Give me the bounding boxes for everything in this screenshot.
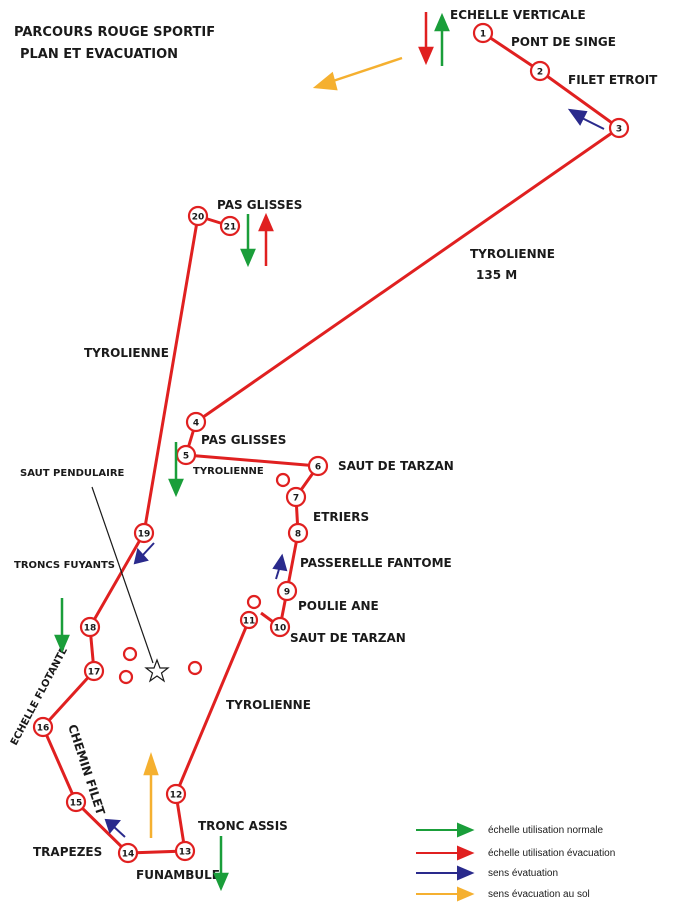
- red-down-arrow-icon: [418, 12, 434, 66]
- station-3[interactable]: 3: [608, 117, 630, 139]
- green-down-arrow-icon: [168, 442, 184, 498]
- svg-text:8: 8: [295, 530, 301, 540]
- intermediate-ring: [275, 472, 291, 488]
- station-12[interactable]: 12: [165, 783, 187, 805]
- map-title: PARCOURS ROUGE SPORTIF: [14, 25, 215, 40]
- station-15[interactable]: 15: [65, 791, 87, 813]
- legend-item-red: échelle utilisation évacuation: [416, 845, 615, 861]
- label-poulie-ane: POULIE ANE: [298, 599, 379, 613]
- station-10[interactable]: 10: [269, 616, 291, 638]
- svg-text:4: 4: [193, 419, 199, 429]
- svg-text:9: 9: [284, 588, 290, 598]
- svg-text:2: 2: [537, 68, 543, 78]
- svg-text:sens évatuation: sens évatuation: [488, 868, 558, 879]
- station-17[interactable]: 17: [83, 660, 105, 682]
- svg-text:10: 10: [274, 624, 287, 634]
- label-saut-de-tarzan-2: SAUT DE TARZAN: [290, 631, 406, 645]
- station-14[interactable]: 14: [117, 842, 139, 864]
- label-saut-pendulaire: SAUT PENDULAIRE: [20, 468, 125, 479]
- label-tyrolienne-135-length: 135 M: [476, 268, 517, 282]
- label-trapezes: TRAPEZES: [33, 845, 102, 859]
- legend-item-orange: sens évacuation au sol: [416, 886, 590, 902]
- ladder-arrows-pas-glisses: [240, 212, 274, 268]
- svg-text:21: 21: [224, 223, 237, 233]
- svg-text:20: 20: [192, 213, 205, 223]
- station-2[interactable]: 2: [529, 60, 551, 82]
- legend-item-green: échelle utilisation normale: [416, 822, 604, 838]
- svg-text:1: 1: [480, 30, 486, 40]
- label-saut-de-tarzan-1: SAUT DE TARZAN: [338, 459, 454, 473]
- svg-text:5: 5: [183, 452, 189, 462]
- station-16[interactable]: 16: [32, 716, 54, 738]
- station-11[interactable]: 11: [239, 610, 259, 630]
- svg-text:échelle utilisation normale: échelle utilisation normale: [488, 825, 604, 836]
- svg-text:sens évacuation au sol: sens évacuation au sol: [488, 889, 590, 900]
- blue-evac-arrow-icon: [567, 108, 605, 130]
- svg-text:6: 6: [315, 463, 321, 473]
- route-segment-5-6: [185, 453, 319, 468]
- legend: échelle utilisation normale échelle util…: [416, 822, 615, 902]
- label-etriers: ETRIERS: [313, 510, 369, 524]
- green-down-arrow-icon: [213, 836, 229, 892]
- svg-text:11: 11: [243, 617, 256, 627]
- route-segment-3-4: [195, 126, 620, 424]
- label-troncs-fuyants: TRONCS FUYANTS: [14, 560, 115, 571]
- svg-text:échelle utilisation évacuation: échelle utilisation évacuation: [488, 848, 615, 859]
- svg-text:14: 14: [122, 850, 135, 860]
- blue-evac-arrow-icon: [272, 553, 288, 580]
- blue-evac-arrow-icon: [104, 818, 126, 838]
- ladder-arrows-echelle-verticale: [418, 12, 450, 66]
- blue-evac-arrow-icon: [133, 542, 155, 565]
- pendulum-line: [91, 486, 154, 664]
- label-pont-de-singe: PONT DE SINGE: [511, 35, 616, 49]
- label-tyrolienne-bottom: TYROLIENNE: [226, 698, 311, 712]
- label-passerelle-fantome: PASSERELLE FANTOME: [300, 556, 452, 570]
- station-4[interactable]: 4: [185, 411, 207, 433]
- label-tronc-assis: TRONC ASSIS: [198, 819, 288, 833]
- green-up-arrow-icon: [434, 12, 450, 66]
- orange-up-arrow-icon: [143, 752, 159, 838]
- pendulum-rings: [118, 646, 203, 685]
- svg-text:19: 19: [138, 530, 151, 540]
- orange-ground-arrow-icon: [312, 56, 403, 91]
- svg-text:13: 13: [179, 848, 192, 858]
- station-19[interactable]: 19: [133, 522, 155, 544]
- svg-text:7: 7: [293, 494, 299, 504]
- station-9[interactable]: 9: [276, 580, 298, 602]
- svg-text:17: 17: [88, 668, 101, 678]
- label-tyrolienne-left: TYROLIENNE: [84, 346, 169, 360]
- station-21[interactable]: 21: [219, 215, 241, 237]
- station-nodes: 1 2 3 4 5 6 7 8 9 10 11 12 13 14 15 16 1…: [32, 22, 630, 864]
- station-13[interactable]: 13: [174, 840, 196, 862]
- label-pas-glisses-top: PAS GLISSES: [217, 198, 302, 212]
- station-7[interactable]: 7: [285, 486, 307, 508]
- station-6[interactable]: 6: [307, 455, 329, 477]
- red-up-arrow-icon: [258, 212, 274, 266]
- route-lines: [41, 31, 620, 855]
- green-down-arrow-icon: [54, 598, 70, 654]
- intermediate-ring: [246, 594, 262, 610]
- svg-text:18: 18: [84, 624, 97, 634]
- svg-text:3: 3: [616, 125, 622, 135]
- label-tyrolienne-short: TYROLIENNE: [193, 466, 264, 477]
- legend-item-blue: sens évatuation: [416, 865, 558, 881]
- map-subtitle: PLAN ET EVACUATION: [20, 47, 178, 62]
- star-icon: [144, 658, 170, 683]
- svg-text:12: 12: [170, 791, 183, 801]
- svg-text:16: 16: [37, 724, 50, 734]
- green-down-arrow-icon: [240, 214, 256, 268]
- route-segment-11-12: [174, 619, 251, 795]
- label-filet-etroit: FILET ETROIT: [568, 73, 658, 87]
- station-8[interactable]: 8: [287, 522, 309, 544]
- label-funambule: FUNAMBULE: [136, 868, 220, 882]
- label-tyrolienne-135: TYROLIENNE: [470, 247, 555, 261]
- label-pas-glisses-mid: PAS GLISSES: [201, 433, 286, 447]
- label-echelle-verticale: ECHELLE VERTICALE: [450, 8, 586, 22]
- station-18[interactable]: 18: [79, 616, 101, 638]
- station-1[interactable]: 1: [472, 22, 494, 44]
- svg-text:15: 15: [70, 799, 83, 809]
- station-20[interactable]: 20: [187, 205, 209, 227]
- station-5[interactable]: 5: [175, 444, 197, 466]
